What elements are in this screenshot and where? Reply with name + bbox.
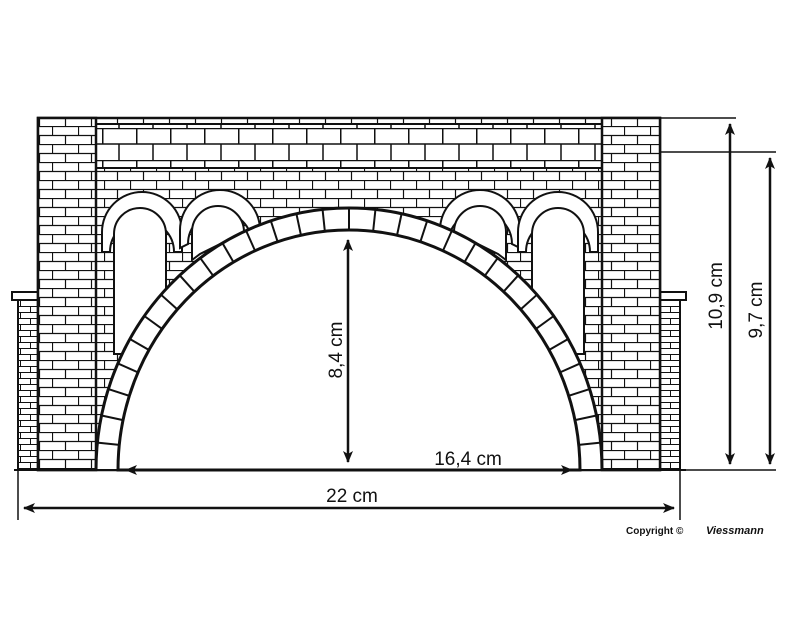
left-wing-wall xyxy=(11,291,41,471)
voussoir-joint xyxy=(245,230,256,252)
dimension-arch-span: 16,4 cm xyxy=(125,449,573,475)
voussoir-joint xyxy=(108,388,130,397)
dimension-arch-height: 8,4 cm xyxy=(326,239,353,463)
dimension-total-width: 22 cm xyxy=(17,470,681,520)
arch-voussoirs xyxy=(97,208,601,446)
voussoir-joint xyxy=(97,441,120,446)
voussoir-joint xyxy=(578,441,601,446)
voussoir-joint xyxy=(502,274,520,293)
voussoir-joint xyxy=(269,220,279,243)
voussoir-joint xyxy=(419,220,429,243)
voussoir-joint xyxy=(199,257,215,277)
total-height-label: 10,9 cm xyxy=(706,262,727,330)
voussoir-joint xyxy=(221,242,235,263)
voussoir-joint xyxy=(101,414,124,422)
voussoir-joint xyxy=(463,242,477,263)
voussoir-joint xyxy=(295,213,302,236)
voussoir-joint xyxy=(178,274,196,293)
voussoir-joint xyxy=(129,338,150,351)
voussoir-joint xyxy=(548,338,569,351)
voussoir-joint xyxy=(442,230,453,252)
voussoir-joint xyxy=(396,213,403,236)
voussoir-joint xyxy=(372,209,377,232)
total-width-label: 22 cm xyxy=(326,486,378,507)
voussoir-joint xyxy=(143,315,163,330)
blind-arch-2 xyxy=(179,189,261,262)
voussoir-joint xyxy=(483,257,499,277)
dimension-total-height: 10,9 cm xyxy=(706,123,735,465)
voussoir-joint xyxy=(321,209,326,232)
dimension-side-height: 9,7 cm xyxy=(746,157,775,465)
blind-arch-4 xyxy=(517,191,599,355)
copyright-notice: Copyright © Viessmann xyxy=(626,525,764,537)
arch-span-label: 16,4 cm xyxy=(434,449,502,470)
side-height-label: 9,7 cm xyxy=(746,281,767,338)
voussoir-joint xyxy=(160,293,179,311)
right-wing-wall xyxy=(659,291,687,471)
voussoir-joint xyxy=(559,362,581,374)
arch-height-label: 8,4 cm xyxy=(326,321,347,378)
brand-name: Viessmann xyxy=(706,525,764,537)
voussoir-joint xyxy=(568,388,590,397)
voussoir-joint xyxy=(535,315,555,330)
voussoir-joint xyxy=(519,293,538,311)
copyright-label: Copyright © xyxy=(626,526,684,537)
voussoir-joint xyxy=(117,362,139,374)
voussoir-joint xyxy=(574,414,597,422)
